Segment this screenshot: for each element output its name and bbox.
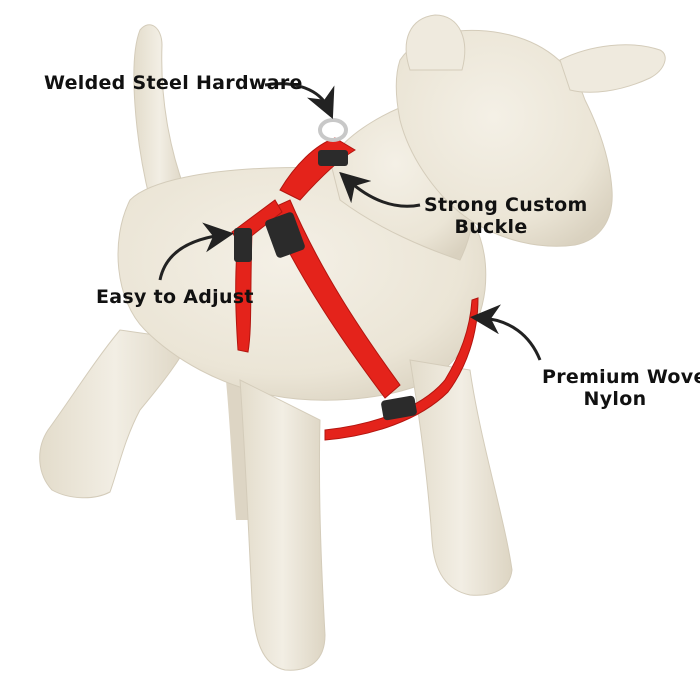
mannequin-rear-leg [39, 329, 191, 499]
arrow-welded-hardware [264, 82, 335, 119]
mannequin-front-leg-left [239, 379, 326, 671]
callout-premium-woven-nylon: Premium Woven Nylon [542, 366, 700, 410]
harness-neck-buckle [318, 150, 348, 166]
callout-text: Welded Steel Hardware [44, 72, 303, 94]
mannequin-ear-left [405, 14, 466, 71]
callout-text-line-1: Premium Woven [542, 366, 700, 388]
callout-easy-to-adjust: Easy to Adjust [96, 286, 254, 308]
harness-adjust-slider [234, 228, 252, 262]
arrow-easy-adjust [158, 222, 234, 281]
mannequin-tail [133, 24, 186, 201]
callout-text-line-2: Nylon [583, 388, 647, 410]
callout-welded-steel-hardware: Welded Steel Hardware [44, 72, 303, 94]
harness-side-buckle [265, 212, 305, 258]
callout-strong-custom-buckle: Strong Custom Buckle [424, 194, 588, 238]
harness-girth-buckle [381, 395, 417, 421]
callout-text-line-2: Buckle [454, 216, 528, 238]
mannequin-ear-right [559, 44, 666, 93]
callout-text-line-1: Strong Custom [424, 194, 588, 216]
mannequin-head [395, 29, 613, 247]
arrow-custom-buckle [339, 171, 421, 208]
arrow-woven-nylon [470, 304, 542, 361]
mannequin-front-leg-right [409, 359, 513, 596]
steel-d-ring [318, 118, 348, 142]
callout-text: Easy to Adjust [96, 286, 254, 308]
